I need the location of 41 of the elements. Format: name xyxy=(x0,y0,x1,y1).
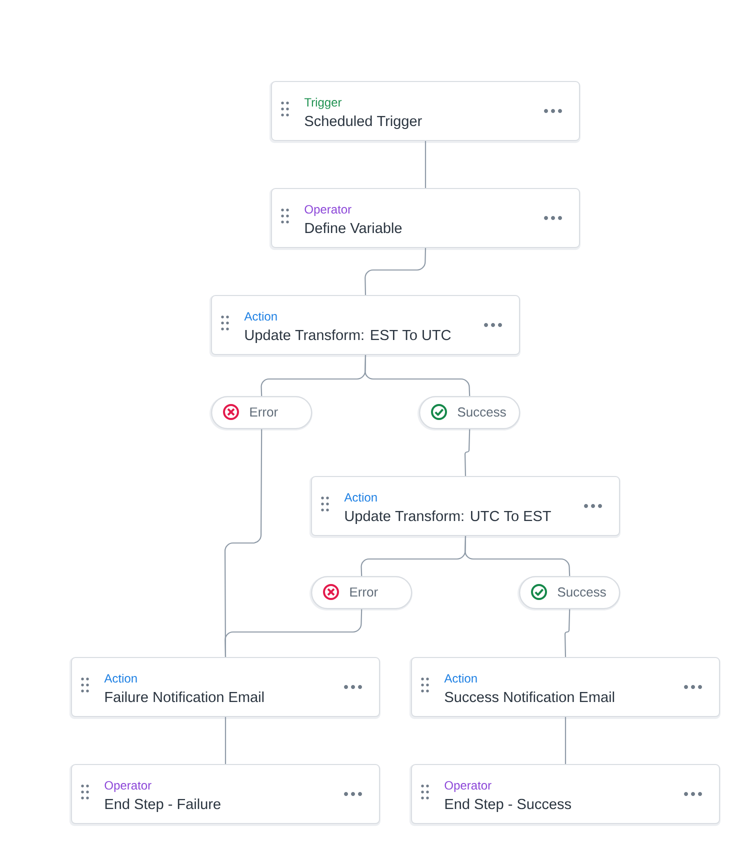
step-card xyxy=(210,295,520,357)
step-card xyxy=(310,476,620,538)
step-type: Operator xyxy=(304,205,352,216)
connector-line xyxy=(564,609,570,658)
step-card xyxy=(70,657,380,719)
connector-line xyxy=(464,536,570,576)
connector-line xyxy=(424,141,426,188)
outcome-pill xyxy=(310,576,412,610)
connector-line xyxy=(224,609,362,658)
step-title: Update Transform: EST To UTC xyxy=(245,330,451,344)
connector-line xyxy=(564,717,566,764)
step-title: Define Variable xyxy=(305,222,402,234)
step-type: Action xyxy=(444,674,477,683)
outcome-label: Error xyxy=(250,408,278,417)
step-title: End Step - Failure xyxy=(105,798,220,812)
step-card xyxy=(410,657,720,719)
outcome-label: Success xyxy=(458,407,506,417)
step-title: Update Transform: UTC To EST xyxy=(345,510,551,524)
step-type: Action xyxy=(244,312,277,321)
connector-line xyxy=(364,355,470,396)
step-type: Action xyxy=(104,674,137,683)
outcome-label: Error xyxy=(350,588,378,597)
step-type: Trigger xyxy=(304,98,342,109)
connector-line xyxy=(364,248,426,296)
step-title: Scheduled Trigger xyxy=(304,116,422,129)
step-title: End Step - Success xyxy=(445,798,571,812)
outcome-pill xyxy=(518,576,620,610)
step-type: Operator xyxy=(444,781,492,792)
step-type: Action xyxy=(344,492,377,502)
step-card xyxy=(70,764,380,826)
connector-line xyxy=(224,717,226,764)
outcome-label: Success xyxy=(558,587,606,597)
step-card xyxy=(270,188,580,250)
step-card xyxy=(270,81,580,143)
step-title: Success Notification Email xyxy=(444,692,614,702)
outcome-pill xyxy=(210,396,312,430)
step-card xyxy=(410,764,720,826)
connector-line xyxy=(464,429,470,476)
step-type: Operator xyxy=(104,781,152,792)
outcome-pill xyxy=(418,396,520,430)
step-title: Failure Notification Email xyxy=(105,692,264,702)
